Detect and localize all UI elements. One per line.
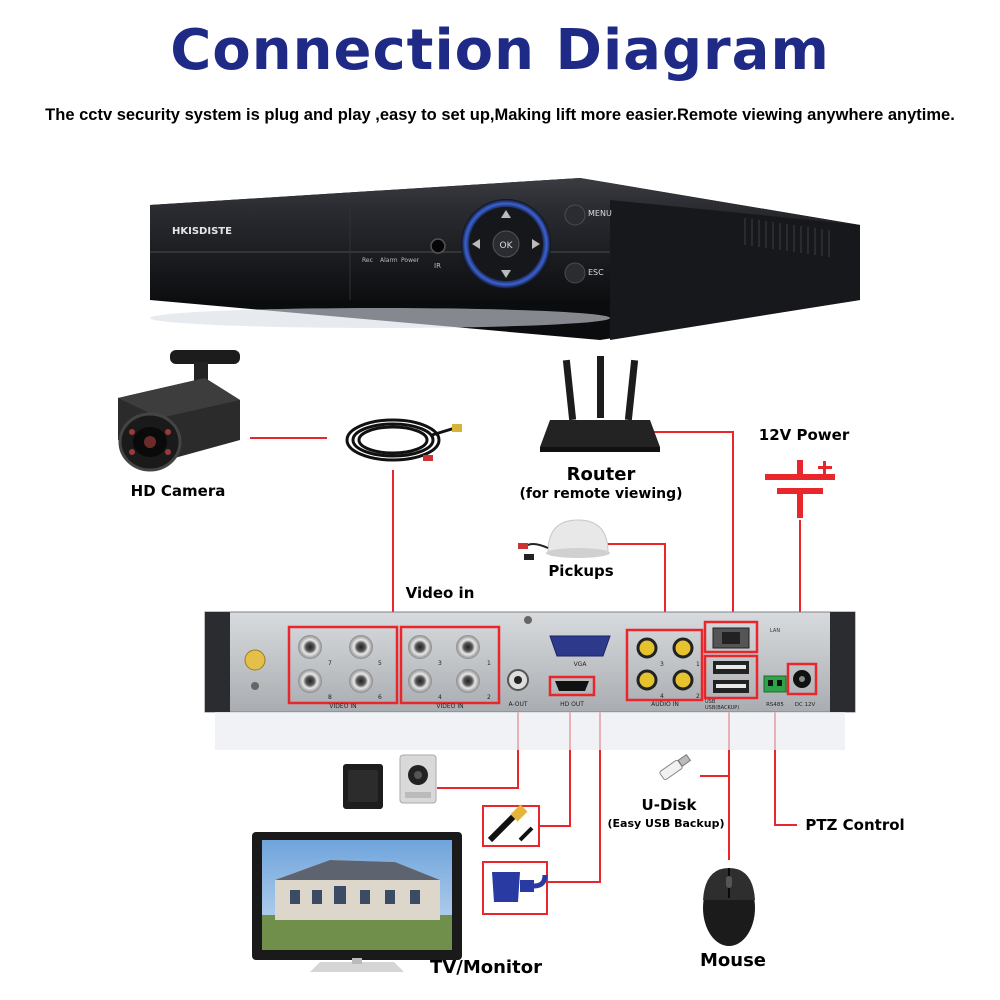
hd-out-label: HD OUT bbox=[560, 701, 584, 708]
diagram-title: Connection Diagram bbox=[170, 18, 830, 83]
bnc-port[interactable] bbox=[349, 669, 373, 693]
usb-label: USB bbox=[705, 699, 716, 705]
lan-highlight bbox=[703, 620, 759, 654]
mouse-label: Mouse bbox=[700, 950, 766, 971]
bnc-port[interactable] bbox=[408, 635, 432, 659]
power-indicator-label: Power bbox=[401, 257, 420, 264]
menu-label: MENU bbox=[588, 209, 612, 218]
bnc-port[interactable] bbox=[349, 635, 373, 659]
rs485-label: RS485 bbox=[766, 702, 784, 708]
screw bbox=[524, 616, 532, 624]
bnc-number: 3 bbox=[438, 660, 442, 667]
vga-cable-icon bbox=[482, 861, 548, 915]
menu-button[interactable] bbox=[564, 204, 586, 226]
rca-port[interactable] bbox=[672, 637, 694, 659]
hdmi-port[interactable] bbox=[555, 681, 589, 691]
rs485-port[interactable] bbox=[763, 675, 787, 693]
vga-label: VGA bbox=[574, 661, 588, 668]
lan-label: LAN bbox=[770, 628, 780, 634]
bnc-number: 1 bbox=[487, 660, 491, 667]
audio-in-highlight bbox=[625, 628, 704, 702]
connector-lines bbox=[250, 431, 801, 883]
audio-number: 1 bbox=[696, 661, 700, 668]
pickup-microphone bbox=[518, 519, 610, 560]
speakers bbox=[343, 754, 437, 809]
bnc-port[interactable] bbox=[456, 669, 480, 693]
audio-number: 4 bbox=[660, 693, 664, 700]
dc-highlight bbox=[786, 662, 818, 696]
dvr-brand: HKISDISTE bbox=[172, 226, 232, 237]
audio-in-label: AUDIO IN bbox=[651, 701, 679, 708]
left-arrow-icon[interactable] bbox=[472, 239, 480, 249]
diagram-subtitle: The cctv security system is plug and pla… bbox=[45, 106, 955, 124]
rca-port[interactable] bbox=[636, 669, 658, 691]
audio-number: 2 bbox=[696, 693, 700, 700]
pickups-label: Pickups bbox=[548, 562, 613, 580]
router-to-lan-line bbox=[650, 431, 734, 625]
video-in-port-label: VIDEO IN bbox=[329, 703, 356, 710]
cable-coil bbox=[345, 418, 462, 462]
esc-label: ESC bbox=[588, 268, 604, 277]
vga-cable-line bbox=[548, 700, 601, 883]
udisk-note: (Easy USB Backup) bbox=[608, 817, 725, 830]
video-in-highlight-right bbox=[399, 625, 501, 705]
audio-number: 3 bbox=[660, 661, 664, 668]
usb-highlight bbox=[703, 654, 759, 700]
bnc-number: 4 bbox=[438, 694, 442, 701]
pickups-to-audio-line bbox=[602, 543, 666, 630]
bnc-number: 5 bbox=[378, 660, 382, 667]
bnc-number: 6 bbox=[378, 694, 382, 701]
ptz-label: PTZ Control bbox=[805, 816, 904, 834]
alarm-indicator-label: Alarm bbox=[380, 257, 398, 264]
tv-monitor-label: TV/Monitor bbox=[430, 957, 542, 978]
vga-port[interactable] bbox=[549, 635, 611, 657]
bnc-number: 2 bbox=[487, 694, 491, 701]
router-note: (for remote viewing) bbox=[519, 486, 682, 502]
bnc-port[interactable] bbox=[456, 635, 480, 659]
rec-indicator-label: Rec bbox=[362, 257, 373, 264]
ok-label: OK bbox=[500, 241, 514, 251]
usb-backup-label: USB(BACKUP) bbox=[705, 705, 739, 711]
ok-button[interactable] bbox=[492, 230, 520, 258]
bnc-number: 8 bbox=[328, 694, 332, 701]
tv-monitor bbox=[252, 832, 462, 972]
screw bbox=[251, 682, 259, 690]
dvr-front: HKISDISTE Rec Alarm Power IR OK MENU ESC bbox=[150, 178, 860, 340]
rca-port[interactable] bbox=[672, 669, 694, 691]
hdmi-highlight bbox=[548, 675, 596, 697]
dvr-rear-panel: 7 5 8 6 VIDEO IN 3 1 4 2 VIDEO IN A-OUT … bbox=[204, 611, 856, 750]
hd-camera bbox=[118, 350, 240, 472]
esc-button[interactable] bbox=[564, 262, 586, 284]
right-arrow-icon[interactable] bbox=[532, 239, 540, 249]
bnc-port[interactable] bbox=[298, 635, 322, 659]
power-label: 12V Power bbox=[759, 426, 850, 444]
down-arrow-icon[interactable] bbox=[501, 270, 511, 278]
rca-port[interactable] bbox=[636, 637, 658, 659]
usb-drive-icon bbox=[659, 753, 692, 781]
bnc-port[interactable] bbox=[298, 669, 322, 693]
ir-label: IR bbox=[434, 262, 441, 270]
hd-camera-label: HD Camera bbox=[131, 482, 226, 500]
battery-icon bbox=[765, 460, 835, 518]
dc-label: DC 12V bbox=[795, 702, 816, 708]
video-in-highlight-left bbox=[287, 625, 399, 705]
up-arrow-icon[interactable] bbox=[501, 210, 511, 218]
router-label: Router bbox=[567, 464, 636, 485]
router bbox=[540, 356, 660, 452]
bnc-number: 7 bbox=[328, 660, 332, 667]
video-in-label: Video in bbox=[406, 584, 475, 602]
ground-screw bbox=[244, 649, 266, 671]
side-vent bbox=[744, 218, 830, 257]
bnc-port[interactable] bbox=[408, 669, 432, 693]
video-in-port-label: VIDEO IN bbox=[436, 703, 463, 710]
mouse-icon bbox=[703, 868, 755, 946]
hdmi-cable-icon bbox=[482, 804, 540, 847]
udisk-label: U-Disk bbox=[642, 796, 698, 814]
a-out-label: A-OUT bbox=[508, 701, 527, 708]
ir-sensor bbox=[430, 238, 446, 254]
